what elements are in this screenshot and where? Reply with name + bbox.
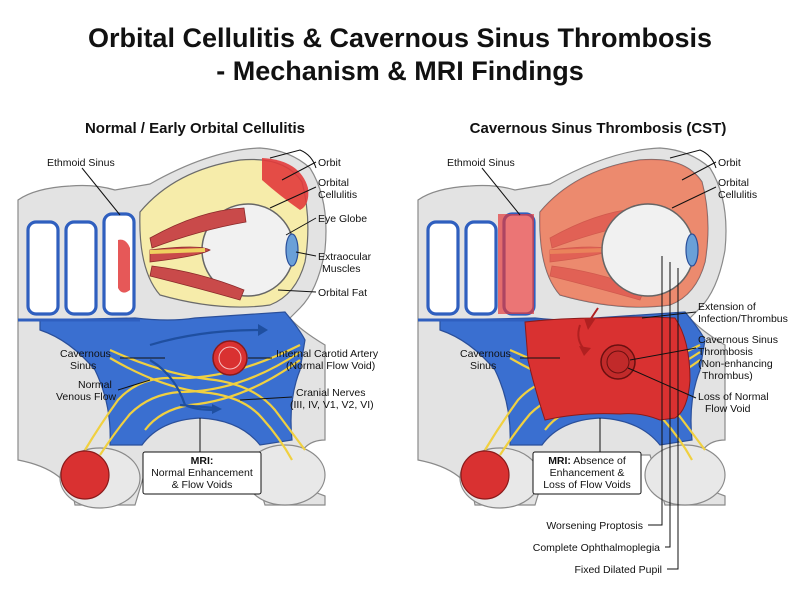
right-mri-box (532, 451, 642, 495)
left-flow-arrows (149, 328, 261, 412)
left-label-ica-2: (Normal Flow Void) (286, 360, 375, 372)
right-globe (601, 203, 695, 297)
left-label-eom-2: Muscles (322, 263, 361, 275)
title-line-1: Orbital Cellulitis & Cavernous Sinus Thr… (87, 23, 713, 53)
right-label-loss-1: Loss of Normal (698, 391, 769, 403)
right-mri-prefix: MRI: (548, 455, 571, 467)
right-cornea (685, 233, 699, 267)
right-label-orbit: Orbit (718, 157, 741, 169)
left-label-ica-1: Internal Carotid Artery (276, 348, 379, 360)
right-mri-line-1-rest: Absence of (571, 455, 626, 467)
right-mri-line-1: MRI: Absence of (548, 455, 626, 467)
left-label-fat: Orbital Fat (318, 287, 367, 299)
right-label-pupil: Fixed Dilated Pupil (574, 564, 662, 576)
right-ethmoid-infection (498, 214, 534, 314)
right-ica-inner (606, 350, 630, 374)
left-leader-lines (81, 161, 317, 401)
left-cellulitis-region (262, 158, 309, 210)
left-label-flow-2: Venous Flow (56, 391, 117, 403)
right-label-ethmoid: Ethmoid Sinus (447, 157, 515, 169)
left-label-globe: Eye Globe (318, 213, 367, 225)
right-label-cst-4: Thrombus) (702, 370, 753, 382)
left-label-ethmoid: Ethmoid Sinus (47, 157, 115, 169)
right-label-cav-2: Sinus (470, 360, 496, 372)
right-ica-circle (600, 344, 636, 380)
left-mri-prefix: MRI: (191, 455, 214, 467)
left-ica-inner (218, 346, 242, 370)
left-ica-circle (212, 340, 248, 376)
left-mri-line-2: Normal Enhancement (151, 467, 253, 479)
right-heading: Cavernous Sinus Thrombosis (CST) (470, 120, 727, 137)
left-label-cav-2: Sinus (70, 360, 96, 372)
right-label-proptosis: Worsening Proptosis (546, 520, 643, 532)
left-label-flow-1: Normal (78, 379, 112, 391)
page-title: Orbital Cellulitis & Cavernous Sinus Thr… (0, 22, 800, 88)
right-leader-lines (481, 161, 717, 570)
left-label-eom-1: Extraocular (318, 251, 372, 263)
left-label-cav-1: Cavernous (60, 348, 111, 360)
right-label-ext-2: Infection/Thrombus (698, 313, 788, 325)
left-ethmoid-infection (118, 239, 130, 293)
right-extension-arrowhead-1 (584, 318, 596, 330)
left-label-orbit: Orbit (318, 157, 341, 169)
left-label-cn-1: Cranial Nerves (296, 387, 365, 399)
right-label-cellulitis-2: Cellulitis (718, 189, 757, 201)
left-mri-line-3: & Flow Voids (172, 479, 233, 491)
left-label-cellulitis-2: Cellulitis (318, 189, 357, 201)
left-flow-arrowhead-1 (258, 324, 268, 336)
right-mri-line-2: Enhancement & (550, 467, 625, 479)
right-label-ext-1: Extension of (698, 301, 756, 313)
left-heading: Normal / Early Orbital Cellulitis (85, 120, 305, 137)
left-mri-box (142, 451, 262, 495)
right-label-cst-3: (Non-enhancing (698, 358, 773, 370)
left-label-cellulitis-1: Orbital (318, 177, 349, 189)
right-label-cellulitis-1: Orbital (718, 177, 749, 189)
right-label-cav-1: Cavernous (460, 348, 511, 360)
right-label-ophthalmoplegia: Complete Ophthalmoplegia (533, 542, 660, 554)
right-extension-arrowhead-2 (579, 346, 591, 356)
right-label-loss-2: Flow Void (705, 403, 751, 415)
left-label-cn-2: (III, IV, V1, V2, VI) (290, 399, 374, 411)
title-line-2: - Mechanism & MRI Findings (216, 56, 584, 86)
right-mri-line-3: Loss of Flow Voids (543, 479, 631, 491)
left-panel: Normal / Early Orbital Cellulitis (16, 120, 379, 510)
right-panel: Cavernous Sinus Thrombosis (CST) (416, 120, 788, 576)
left-flow-arrowhead-2 (212, 404, 222, 414)
right-label-cst-1: Cavernous Sinus (698, 334, 778, 346)
right-label-cst-2: Thrombosis (698, 346, 753, 358)
